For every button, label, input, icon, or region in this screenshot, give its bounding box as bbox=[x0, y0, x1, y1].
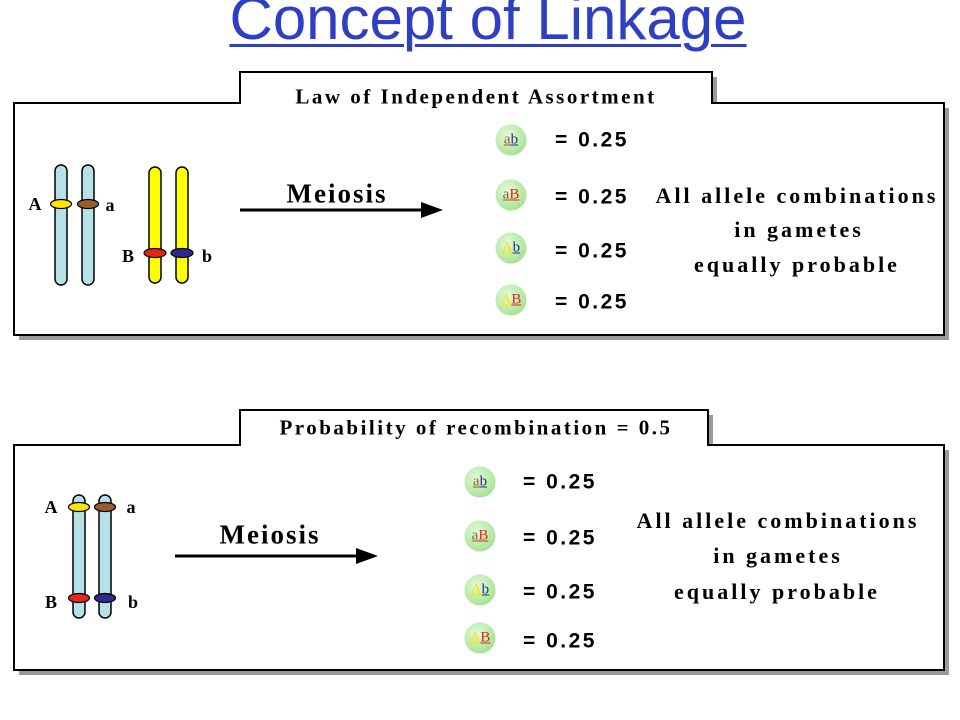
allele-band-upper-a bbox=[67, 501, 91, 513]
chromosome-rod-upper-ab bbox=[72, 494, 86, 619]
allele-label-upper-b: B bbox=[121, 246, 135, 266]
chromosome-rod-lower-ab bbox=[98, 494, 112, 619]
chromosome-rod-lower-a bbox=[81, 164, 95, 286]
arrow-head bbox=[356, 548, 378, 564]
gamete-probability: = 0.25 bbox=[555, 290, 629, 314]
gamete-allele-letter: a bbox=[472, 473, 480, 490]
allele-label-upper-a: A bbox=[44, 497, 58, 517]
gamete-allele-letter: b bbox=[479, 473, 488, 490]
gamete-allele-letter: b bbox=[510, 131, 519, 148]
gamete-probability: = 0.25 bbox=[555, 185, 629, 209]
allele-band-upper-b bbox=[67, 592, 91, 604]
conclusion-text: All allele combinations bbox=[655, 183, 939, 208]
gamete-allele-letter: B bbox=[480, 629, 491, 646]
allele-label-lower-a: a bbox=[105, 195, 115, 215]
gamete-allele-letter: B bbox=[509, 186, 520, 203]
gamete-probability: = 0.25 bbox=[555, 128, 629, 152]
allele-label-upper-b: B bbox=[44, 592, 58, 612]
allele-label-lower-b: b bbox=[127, 592, 139, 612]
allele-band-upper-b bbox=[143, 247, 167, 259]
allele-band-lower-b bbox=[170, 247, 194, 259]
conclusion-text: equally probable bbox=[694, 252, 900, 277]
allele-label-lower-b: b bbox=[201, 246, 213, 266]
allele-band-lower-a bbox=[76, 198, 100, 210]
gamete-allele-letter: a bbox=[503, 131, 511, 148]
conclusion-text: equally probable bbox=[674, 579, 880, 604]
assortment-panel-frame bbox=[13, 71, 949, 340]
meiosis-arrow bbox=[175, 548, 378, 564]
conclusion-text: All allele combinations bbox=[636, 508, 920, 533]
gamete-allele-letter: B bbox=[478, 527, 489, 544]
gamete-probability: = 0.25 bbox=[523, 629, 597, 653]
linked-chromosomes bbox=[67, 494, 117, 619]
assortment-chromosomes bbox=[49, 164, 194, 286]
gamete-allele-letter: b bbox=[512, 239, 521, 256]
gamete-allele-letter: a bbox=[471, 527, 479, 544]
chromosome-rod-upper-a bbox=[54, 164, 68, 286]
allele-label-upper-a: A bbox=[28, 194, 42, 214]
allele-band-lower-a bbox=[93, 501, 117, 513]
arrow-head bbox=[421, 202, 443, 218]
gamete-allele-letter: A bbox=[470, 581, 482, 598]
gamete-allele-letter: a bbox=[502, 186, 510, 203]
gamete-probability: = 0.25 bbox=[523, 580, 597, 604]
conclusion-text: in gametes bbox=[734, 217, 864, 242]
meiosis-arrow bbox=[240, 202, 443, 218]
gamete-probability: = 0.25 bbox=[523, 470, 597, 494]
panel-tab-label: Law of Independent Assortment bbox=[295, 84, 657, 109]
gamete-allele-letter: A bbox=[500, 291, 512, 308]
gamete-allele-letter: B bbox=[511, 291, 522, 308]
panel-border bbox=[13, 71, 945, 336]
gamete-probability: = 0.25 bbox=[523, 526, 597, 550]
allele-band-upper-a bbox=[49, 198, 73, 210]
gamete-allele-letter: b bbox=[481, 581, 490, 598]
meiosis-label: Meiosis bbox=[219, 519, 321, 550]
allele-band-lower-b bbox=[93, 592, 117, 604]
allele-label-lower-a: a bbox=[126, 497, 136, 517]
gamete-allele-letter: A bbox=[469, 629, 481, 646]
conclusion-text: in gametes bbox=[713, 543, 843, 568]
gamete-probability: = 0.25 bbox=[555, 239, 629, 263]
gamete-allele-letter: A bbox=[501, 239, 513, 256]
panel-tab-label: Probability of recombination = 0.5 bbox=[279, 415, 673, 440]
slide-title: Concept of Linkage bbox=[229, 0, 747, 52]
meiosis-label: Meiosis bbox=[286, 178, 388, 209]
